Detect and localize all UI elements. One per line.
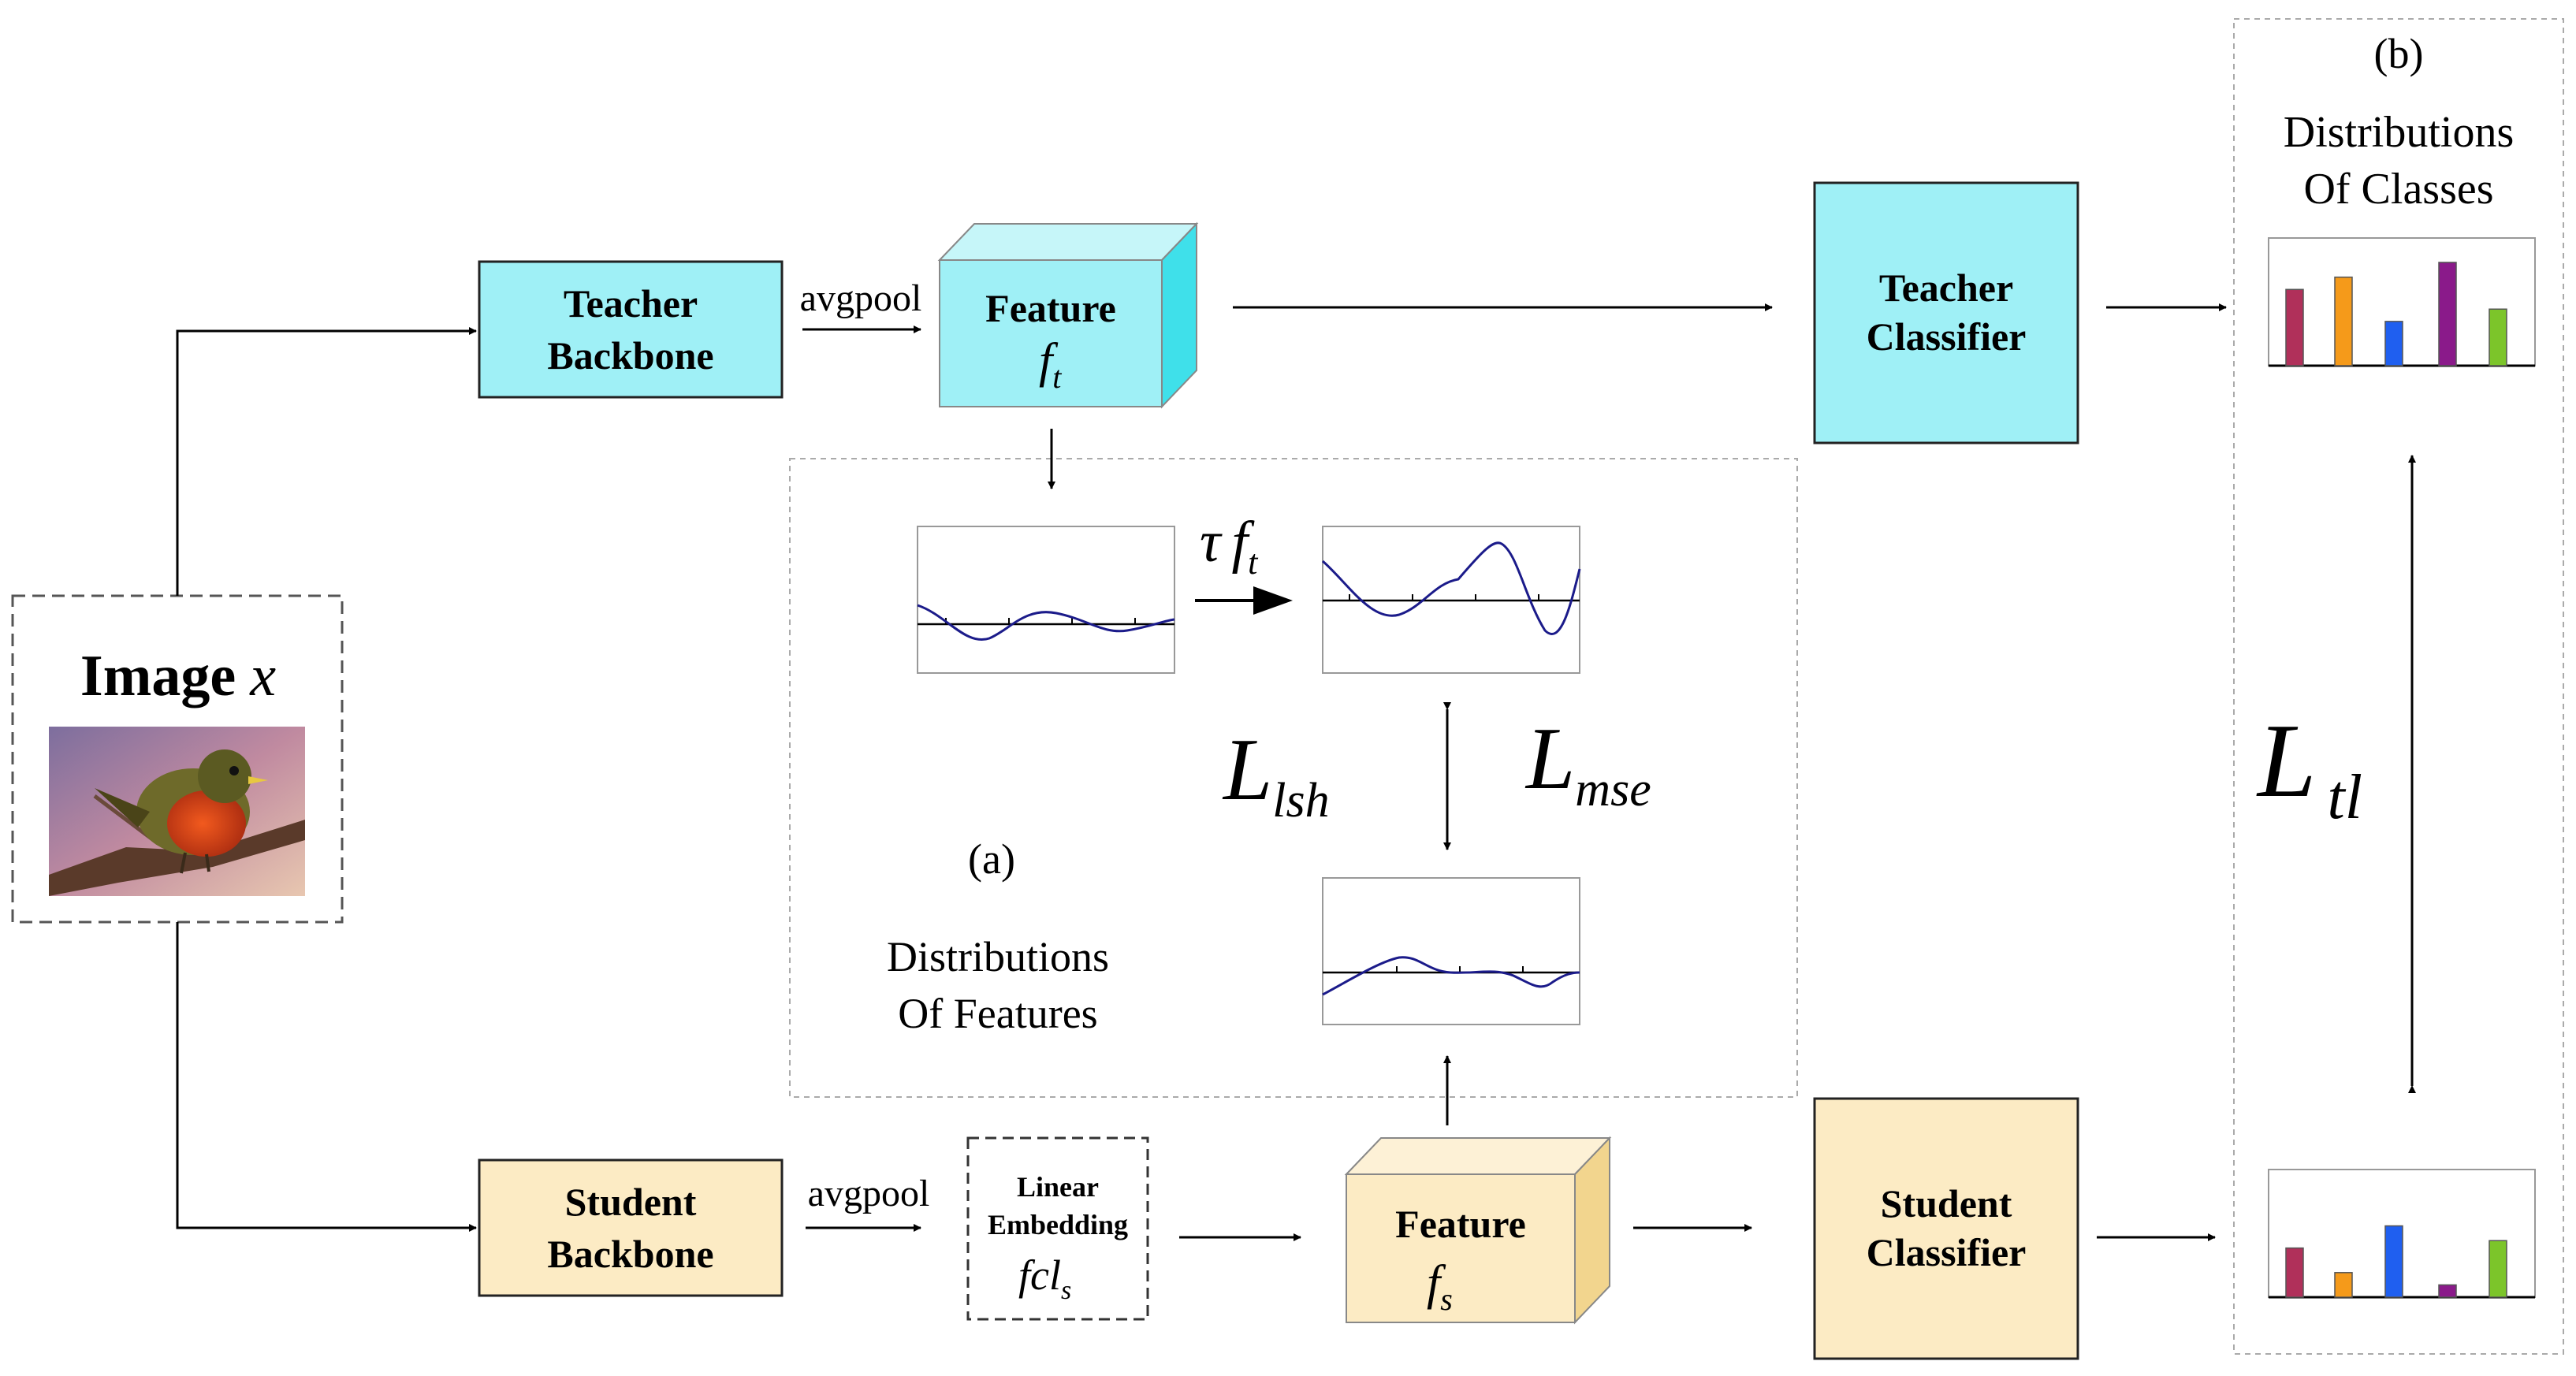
student-class-bar [2438,1284,2457,1298]
linear-embedding-label-1: Linear [1017,1171,1099,1203]
panel-a-caption-1: Distributions [887,933,1109,980]
linear-embedding-box: Linear Embedding fcls [966,1136,1149,1321]
student-backbone-label-1: Student [565,1180,697,1224]
teacher-feature-plot [917,526,1175,674]
panel-b-caption-1: Distributions [2284,108,2514,157]
teacher-backbone-label-2: Backbone [547,333,713,377]
student-backbone-label-2: Backbone [547,1232,713,1276]
image-to-teacher-arrow [176,327,477,596]
teacher-classifier-label-1: Teacher [1879,266,2013,310]
student-feature-label: Feature [1395,1202,1526,1246]
student-class-bar [2384,1225,2403,1298]
scale-arrowhead [1253,586,1293,615]
scaled-teacher-feature-plot [1322,526,1581,674]
panel-b-tag: (b) [2374,30,2424,77]
teacher-classifier-box: Teacher Classifier [1813,181,2079,444]
student-avgpool-label: avgpool [808,1173,930,1214]
teacher-class-bar [2334,276,2353,366]
student-classifier-label-2: Classifier [1867,1230,2027,1274]
student-classifier-label-1: Student [1881,1181,2012,1225]
student-class-bar [2334,1272,2353,1298]
image-to-student-arrow [176,922,477,1232]
loss-mse-label: Lmse [1524,710,1651,816]
student-backbone-box: Student Backbone [478,1158,784,1297]
student-feature-cube: Feature fs [1344,1136,1612,1325]
panel-a-tag: (a) [968,835,1015,883]
teacher-feature-label: Feature [985,286,1116,330]
teacher-class-bar [2285,288,2304,366]
teacher-backbone-label-1: Teacher [564,281,698,325]
linear-embedding-symbol: fcls [1018,1251,1071,1305]
panel-b-caption-2: Of Classes [2303,165,2493,214]
connectors [176,303,2416,1241]
student-class-bar [2285,1247,2304,1298]
student-class-bar [2489,1240,2507,1298]
teacher-backbone-box: Teacher Backbone [478,260,784,399]
loss-lsh-label: Llsh [1222,721,1330,827]
bird-photo [49,727,305,896]
teacher-class-bar [2438,262,2457,366]
student-class-histogram [2268,1169,2536,1299]
teacher-avgpool-label: avgpool [800,277,922,319]
teacher-class-bar [2489,308,2507,366]
student-classifier-box: Student Classifier [1813,1097,2079,1360]
student-feature-plot [1322,877,1580,1025]
linear-embedding-label-2: Embedding [988,1209,1128,1240]
teacher-feature-cube: Feature ft [937,221,1199,409]
teacher-class-bar [2384,321,2403,366]
teacher-classifier-label-2: Classifier [1867,314,2027,359]
panel-a-caption-2: Of Features [898,990,1097,1037]
teacher-class-histogram [2268,237,2536,367]
